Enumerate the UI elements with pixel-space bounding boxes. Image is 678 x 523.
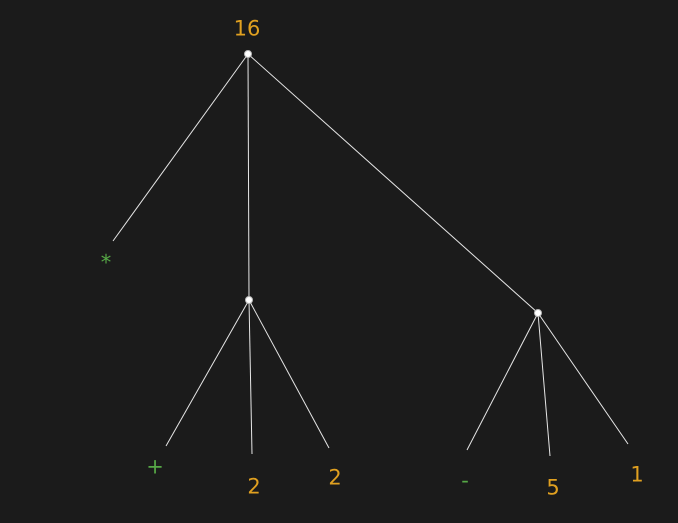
- edge-left-to-2b: [248, 299, 330, 449]
- plus-operator-label: +: [146, 454, 164, 479]
- edge-root-to-left-node: [247, 53, 250, 301]
- root-value-label: 16: [233, 16, 261, 41]
- edge-left-to-2a: [248, 299, 253, 455]
- left-node: [245, 296, 253, 304]
- edge-left-to-plus: [165, 299, 250, 447]
- root-node: [244, 50, 252, 58]
- right-operand-2-label: 1: [630, 462, 644, 487]
- minus-operator-label: -: [461, 468, 469, 493]
- edge-root-to-mult: [112, 53, 249, 242]
- edge-root-to-right-node: [247, 53, 539, 314]
- left-operand-1-label: 2: [247, 474, 261, 499]
- multiply-operator-label: *: [100, 250, 112, 275]
- edge-right-to-minus: [466, 312, 539, 451]
- edge-right-to-1: [537, 312, 629, 445]
- right-operand-1-label: 5: [546, 475, 560, 500]
- edge-right-to-5: [537, 312, 551, 457]
- left-operand-2-label: 2: [328, 465, 342, 490]
- right-node: [534, 309, 542, 317]
